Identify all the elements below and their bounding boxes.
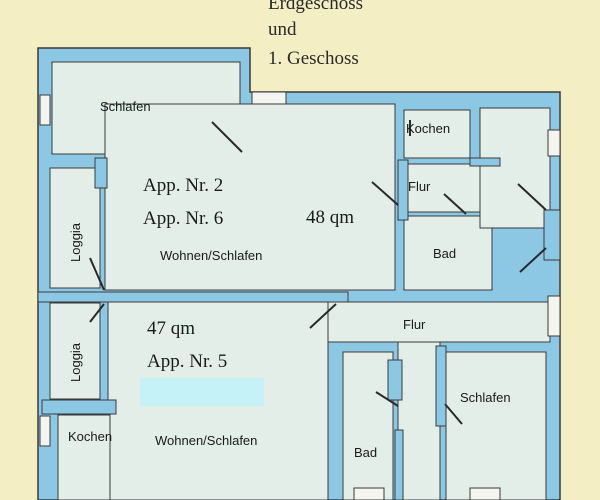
floor-wohnen-top xyxy=(104,103,396,291)
label-bad-bottom: Bad xyxy=(354,445,377,460)
label-flur-top: Flur xyxy=(408,179,431,194)
label-area-top: 48 qm xyxy=(306,207,354,228)
label-app-bottom: App. Nr. 5 xyxy=(147,351,227,372)
label-area-bottom: 47 qm xyxy=(147,318,195,339)
heading-line-2: und xyxy=(268,19,297,40)
label-schlafen-bottom: Schlafen xyxy=(460,390,511,405)
label-flur-bottom: Flur xyxy=(403,317,426,332)
highlight-patch xyxy=(140,378,264,406)
label-kochen-top: Kochen xyxy=(406,121,450,136)
floor-kochen-bottom xyxy=(57,414,111,500)
floor-schlafen-bottom xyxy=(445,351,547,500)
door-swings xyxy=(89,120,547,425)
label-loggia-bottom: Loggia xyxy=(68,342,83,382)
apartment-labels: App. Nr. 2 App. Nr. 6 48 qm 47 qm App. N… xyxy=(143,175,354,372)
heading-line-1: Erdgeschoss xyxy=(268,0,363,14)
floor-corner-top xyxy=(479,107,551,229)
floor-bad-bottom xyxy=(342,351,394,500)
label-bad-top: Bad xyxy=(433,246,456,261)
floor-hall-bottom xyxy=(397,341,441,500)
label-kochen-bottom: Kochen xyxy=(68,429,112,444)
label-schlafen-top: Schlafen xyxy=(100,99,151,114)
floor-kochen-top xyxy=(403,109,471,159)
label-app-top-2: App. Nr. 6 xyxy=(143,208,223,229)
label-app-top-1: App. Nr. 2 xyxy=(143,175,223,196)
room-labels: Schlafen Kochen Flur Bad Wohnen/Schlafen… xyxy=(68,99,511,460)
floor-flur-bottom xyxy=(324,301,551,343)
floor-bad-top xyxy=(403,215,493,291)
label-wohnen-bottom: Wohnen/Schlafen xyxy=(155,433,257,448)
windows xyxy=(39,91,561,500)
heading-line-3: 1. Geschoss xyxy=(268,48,359,69)
floor-loggia-top xyxy=(49,167,101,289)
label-wohnen-top: Wohnen/Schlafen xyxy=(160,248,262,263)
label-loggia-top: Loggia xyxy=(68,222,83,262)
inner-walls xyxy=(37,157,561,500)
